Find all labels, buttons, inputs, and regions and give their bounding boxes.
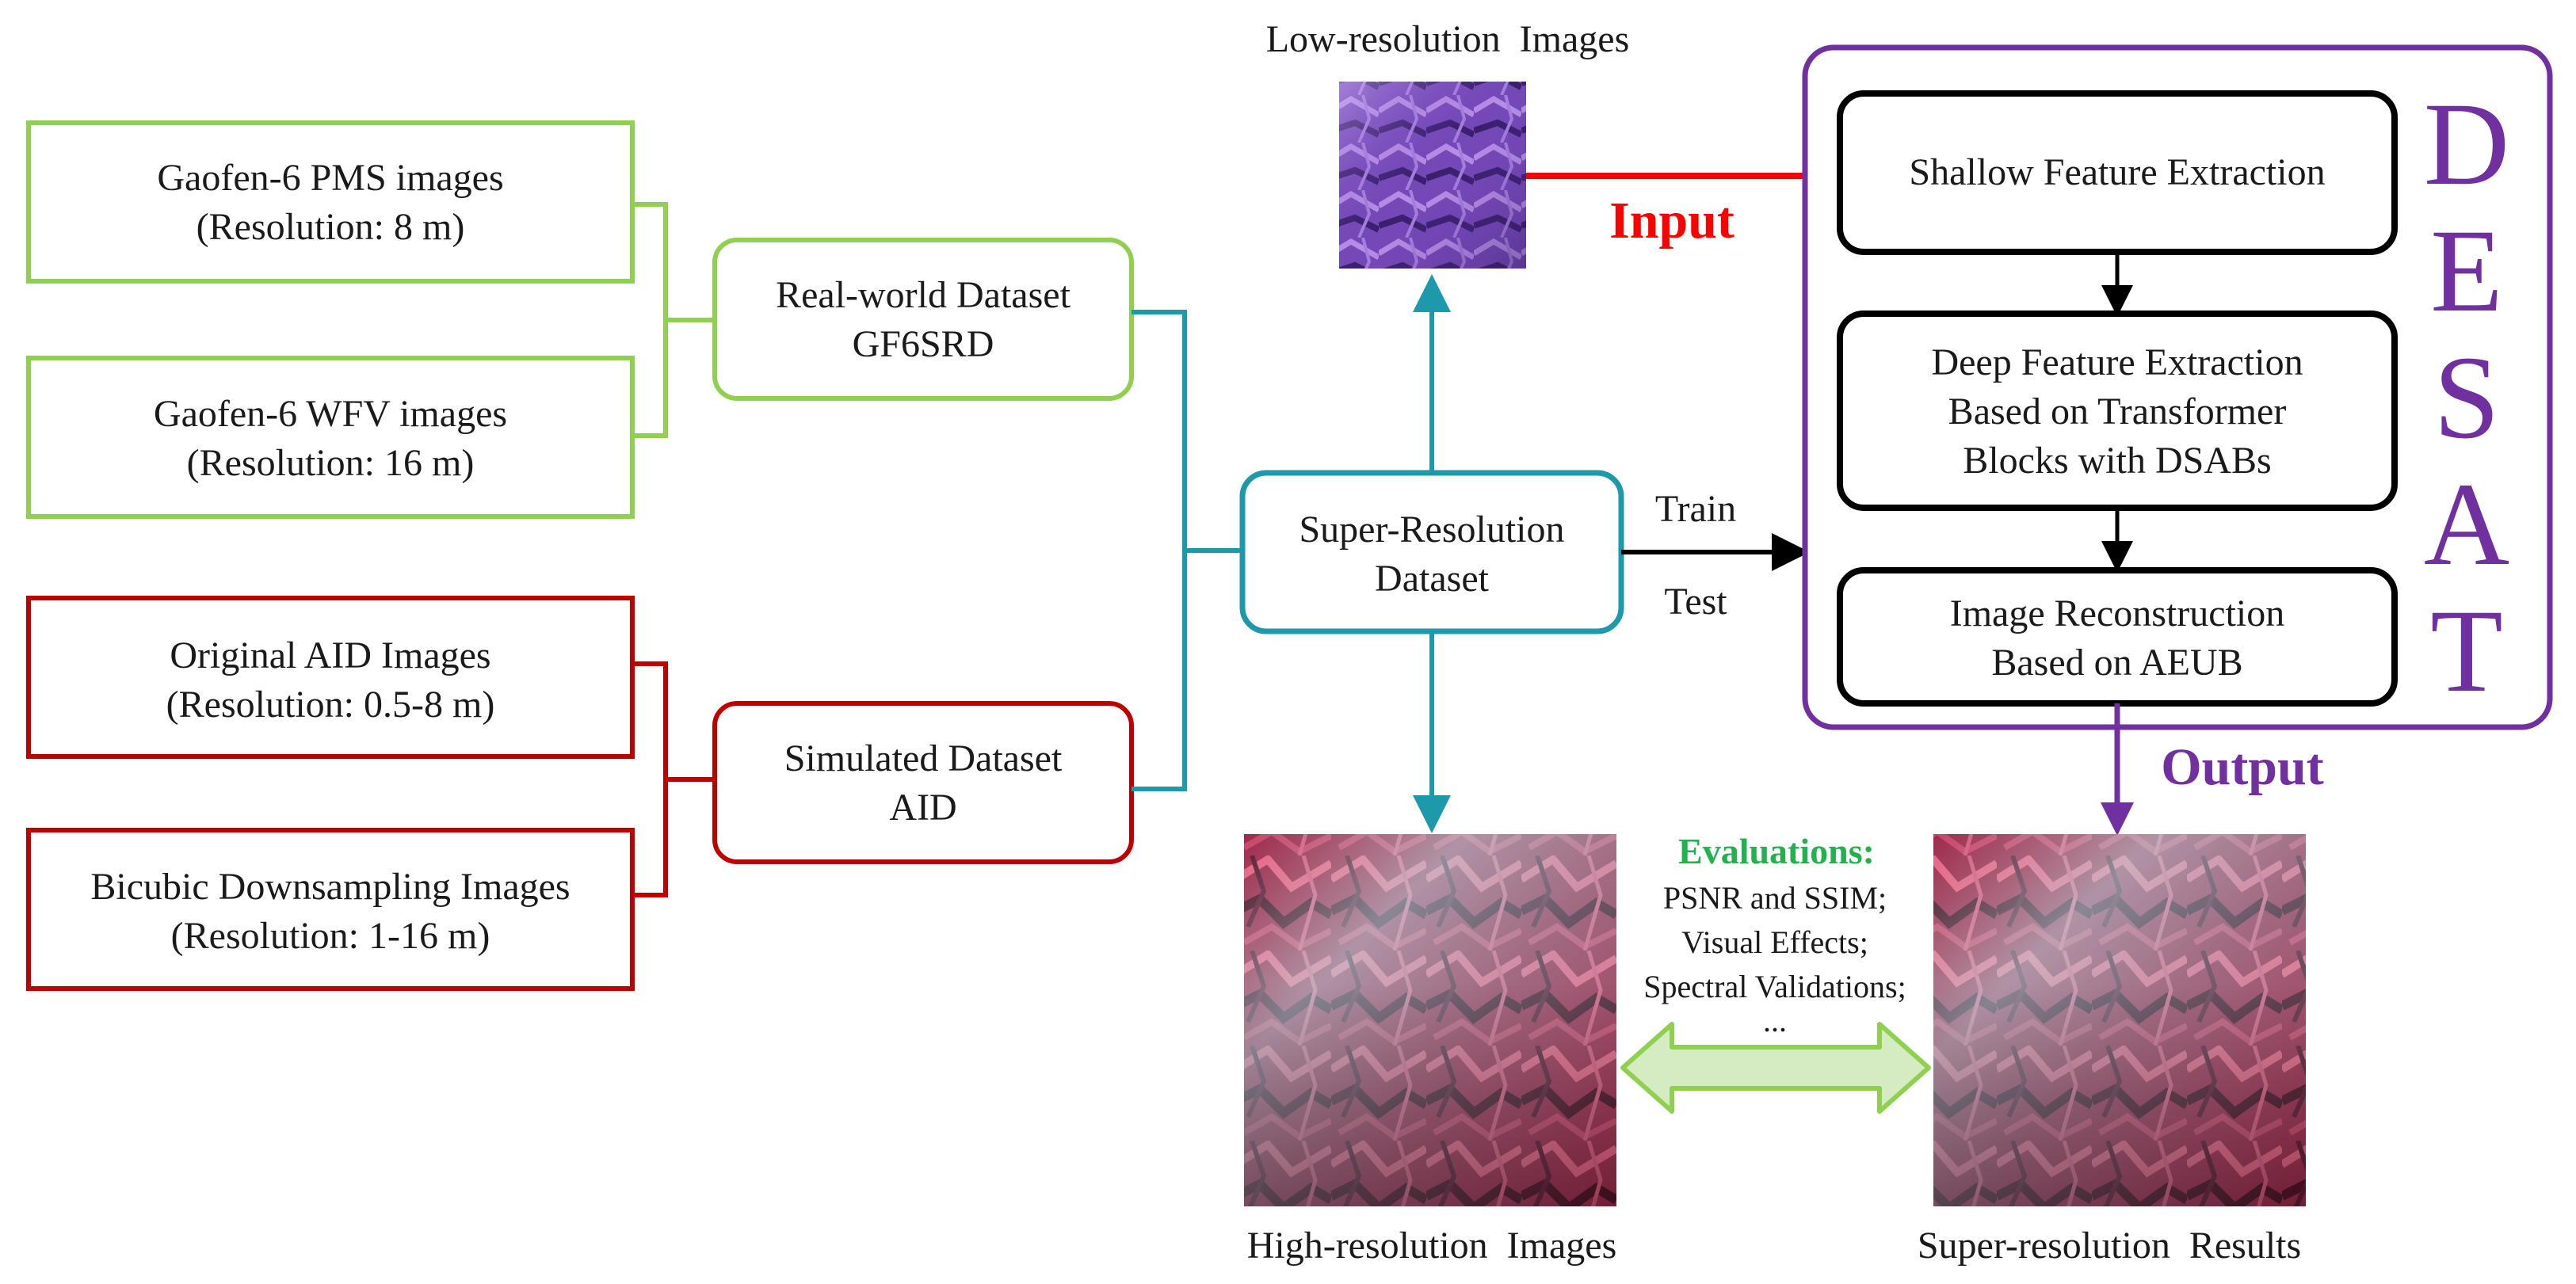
evaluations-title: Evaluations: [1678,831,1875,871]
gaofen-wfv-line1: Gaofen-6 WFV images [154,393,507,435]
reconstruction-line1: Image Reconstruction [1950,592,2285,634]
reconstruction-line2: Based on AEUB [1991,642,2242,684]
deep-feature-line2: Based on Transformer [1948,391,2287,432]
desat-letter-d: D [2424,78,2509,210]
gaofen-pms-line2: (Resolution: 8 m) [197,206,465,248]
simulated-dataset-line2: AID [889,787,956,829]
shallow-feature-line1: Shallow Feature Extraction [1909,151,2325,193]
low-res-image [1339,82,1526,269]
aid-original-line1: Original AID Images [170,634,490,676]
evaluation-item: Visual Effects; [1681,924,1868,960]
desat-letter-a: A [2424,459,2509,590]
input-label: Input [1609,192,1735,250]
gaofen-wfv-box [26,356,635,519]
bicubic-box [26,828,635,991]
aid-original-box [26,596,635,759]
output-label: Output [2161,738,2323,796]
deep-feature-line3: Blocks with DSABs [1963,440,2271,482]
comparison-double-arrow [1620,1022,1931,1114]
evaluation-item: Spectral Validations; [1643,969,1906,1004]
test-label: Test [1664,581,1727,623]
green-bracket [632,202,715,438]
gaofen-wfv-line2: (Resolution: 16 m) [187,442,475,484]
low-res-caption: Low-resolution Images [1266,18,1630,60]
super-resolution-dataset-line1: Super-Resolution [1299,509,1564,551]
evaluation-item: PSNR and SSIM; [1663,880,1887,916]
gaofen-pms-line1: Gaofen-6 PMS images [157,157,503,199]
simulated-dataset-box [712,701,1134,864]
real-world-dataset-line1: Real-world Dataset [776,274,1071,316]
deep-feature-line1: Deep Feature Extraction [1931,341,2303,383]
super-resolution-dataset-line2: Dataset [1375,558,1490,600]
aid-original-line2: (Resolution: 0.5-8 m) [166,684,495,726]
high-res-image [1244,834,1616,1206]
desat-letter-s: S [2433,332,2499,463]
gaofen-pms-box [26,120,635,284]
real-world-dataset-line2: GF6SRD [853,323,994,365]
sr-result-image [1933,834,2306,1206]
real-world-dataset-box [712,238,1134,401]
evaluation-item: ... [1763,1003,1787,1038]
train-label: Train [1655,488,1736,530]
super-resolution-dataset-box [1239,470,1624,634]
red-bracket [632,661,715,897]
bicubic-line2: (Resolution: 1-16 m) [171,915,490,957]
bicubic-line1: Bicubic Downsampling Images [90,866,570,908]
sr-results-caption: Super-resolution Results [1918,1225,2301,1267]
desat-letter-e: E [2430,205,2503,337]
simulated-dataset-line1: Simulated Dataset [784,737,1063,779]
high-res-caption: High-resolution Images [1247,1225,1617,1267]
teal-bracket [1132,310,1242,791]
desat-letter-t: T [2430,585,2503,717]
